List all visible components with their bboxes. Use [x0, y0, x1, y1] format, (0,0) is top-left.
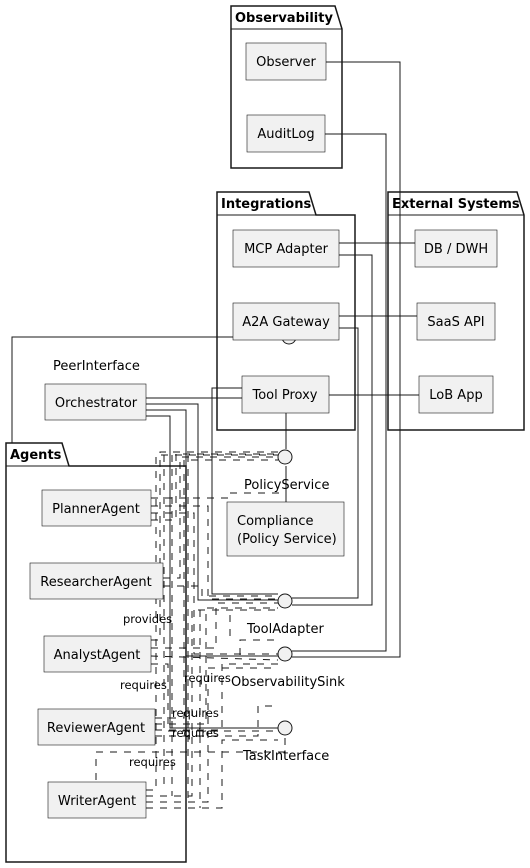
peer-interface-label: PeerInterface — [53, 359, 140, 374]
component-saas-api[interactable]: SaaS API — [416, 302, 496, 341]
edge-label-requires: requires — [184, 671, 231, 685]
interface-tool: ToolAdapter — [246, 593, 324, 637]
svg-text:WriterAgent: WriterAgent — [58, 794, 136, 809]
svg-text:A2A Gateway: A2A Gateway — [242, 315, 330, 330]
component-planner-agent[interactable]: PlannerAgent — [41, 489, 152, 527]
tool-adapter-label: ToolAdapter — [246, 622, 324, 637]
svg-text:AnalystAgent: AnalystAgent — [54, 648, 141, 663]
svg-text:MCP Adapter: MCP Adapter — [244, 242, 328, 257]
svg-text:PlannerAgent: PlannerAgent — [52, 502, 140, 517]
component-a2a-gateway[interactable]: A2A Gateway — [232, 302, 340, 341]
tool-adapter-icon — [277, 593, 293, 609]
edge-label-requires: requires — [129, 755, 176, 769]
policy-service-icon — [277, 449, 293, 465]
interface-policy: PolicyService — [244, 449, 329, 493]
edge-label-requires: requires — [172, 726, 219, 740]
svg-text:SaaS API: SaaS API — [427, 315, 484, 330]
component-reviewer-agent[interactable]: ReviewerAgent — [37, 708, 156, 746]
package-external-systems-title: External Systems — [392, 197, 520, 212]
component-writer-agent[interactable]: WriterAgent — [47, 781, 147, 819]
component-lob-app[interactable]: LoB App — [418, 375, 494, 414]
interface-task: TaskInterface — [242, 720, 329, 764]
dashed-connectors — [95, 451, 286, 809]
observability-sink-label: ObservabilitySink — [231, 675, 345, 690]
package-agents-title: Agents — [10, 448, 62, 463]
svg-text:Observer: Observer — [256, 55, 316, 70]
component-compliance[interactable]: Compliance (Policy Service) — [226, 501, 345, 557]
edge-labels: provides requires requires requires requ… — [120, 612, 231, 769]
interface-obs-sink: ObservabilitySink — [231, 646, 345, 690]
component-mcp-adapter[interactable]: MCP Adapter — [232, 229, 340, 268]
svg-text:(Policy Service): (Policy Service) — [237, 532, 337, 547]
svg-text:DB / DWH: DB / DWH — [424, 242, 488, 257]
component-tool-proxy[interactable]: Tool Proxy — [241, 375, 330, 414]
observability-sink-icon — [277, 646, 293, 662]
svg-text:Tool Proxy: Tool Proxy — [252, 388, 318, 403]
edge-label-requires: requires — [120, 678, 167, 692]
edge-label-provides: provides — [123, 612, 172, 626]
component-researcher-agent[interactable]: ResearcherAgent — [29, 562, 164, 600]
svg-text:ResearcherAgent: ResearcherAgent — [40, 575, 151, 590]
svg-text:Compliance: Compliance — [237, 514, 314, 529]
task-interface-label: TaskInterface — [242, 749, 329, 764]
package-integrations-title: Integrations — [221, 197, 311, 212]
task-interface-icon — [277, 720, 293, 736]
package-observability-title: Observability — [235, 11, 333, 26]
svg-text:LoB App: LoB App — [429, 388, 482, 403]
component-analyst-agent[interactable]: AnalystAgent — [43, 635, 152, 673]
svg-text:Orchestrator: Orchestrator — [55, 396, 138, 411]
component-orchestrator[interactable]: Orchestrator — [44, 383, 147, 421]
svg-text:AuditLog: AuditLog — [257, 127, 314, 142]
edge-label-requires: requires — [172, 706, 219, 720]
solid-connectors — [11, 61, 419, 729]
svg-text:ReviewerAgent: ReviewerAgent — [47, 721, 145, 736]
component-db-dwh[interactable]: DB / DWH — [414, 229, 498, 268]
policy-service-label: PolicyService — [244, 478, 329, 493]
component-observer[interactable]: Observer — [245, 42, 327, 81]
component-auditlog[interactable]: AuditLog — [246, 114, 326, 153]
